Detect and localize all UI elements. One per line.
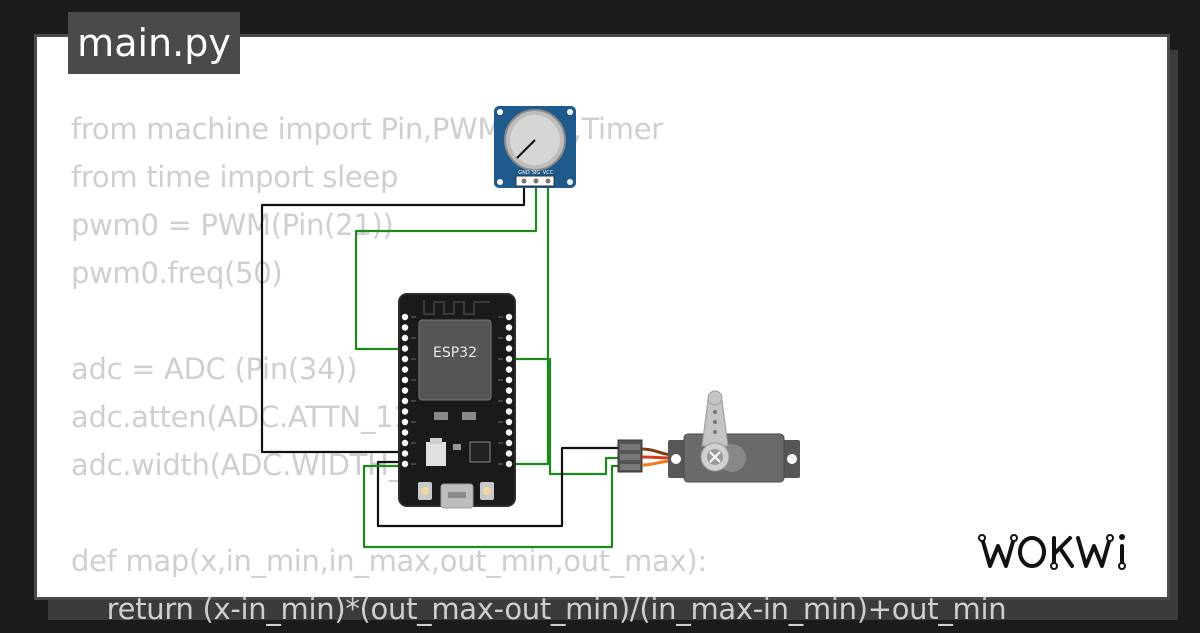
esp32-left-pins (401, 313, 409, 468)
antenna-trace (423, 300, 490, 315)
wire-servo-vcc[interactable] (362, 464, 620, 549)
code-line: pwm0 = PWM(Pin(21)) (71, 208, 394, 242)
servo-screw-icon (709, 451, 721, 463)
wire-servo-gnd[interactable] (376, 446, 620, 528)
wire-vcc-pot[interactable] (508, 182, 550, 466)
code-line: return (x-in_min)*(out_max-out_min)/(in_… (71, 592, 1007, 626)
potentiometer[interactable]: GND SIG VCC (494, 106, 576, 188)
pot-pin-sig: SIG (532, 170, 541, 176)
pot-pin-gnd: GND (518, 170, 530, 176)
pot-pin-vcc: VCC (543, 170, 554, 176)
esp32-module (418, 319, 492, 401)
wokwi-logo (976, 526, 1152, 580)
servo-wire-orange (641, 459, 673, 467)
code-line: pwm0.freq(50) (71, 256, 283, 290)
esp32-right-pins (505, 313, 513, 468)
boot-button-cap (421, 487, 429, 495)
code-line: def map(x,in_min,in_max,out_min,out_max)… (71, 544, 707, 578)
code-line: from time import sleep (71, 160, 399, 194)
smd-component (434, 412, 448, 420)
usb-port-slot (448, 492, 466, 498)
code-card: from machine import Pin,PWM,ADC,Timer fr… (34, 34, 1170, 626)
wire-gnd-pot[interactable] (260, 182, 526, 454)
knob-indicator (516, 139, 536, 159)
wokwi-logo-icon (978, 534, 1126, 570)
servo-wire-brown (641, 447, 673, 457)
esp32-label: ESP32 (433, 345, 477, 361)
wire-signal-pot[interactable] (354, 182, 538, 351)
reset-button-cap (483, 487, 491, 495)
regulator-tab (430, 438, 442, 444)
smd-component (462, 412, 476, 420)
code-line: adc = ADC (Pin(34)) (71, 352, 358, 386)
voltage-regulator (426, 442, 446, 466)
wire-servo-signal[interactable] (508, 357, 620, 476)
smd-component (453, 444, 461, 450)
file-tab[interactable]: main.py (68, 12, 240, 74)
pin-label-marks (411, 316, 503, 465)
servo-wire-red (641, 455, 673, 460)
servo-motor[interactable] (617, 390, 800, 483)
esp32-board[interactable]: ESP32 (398, 293, 516, 509)
usb-chip (469, 441, 491, 463)
